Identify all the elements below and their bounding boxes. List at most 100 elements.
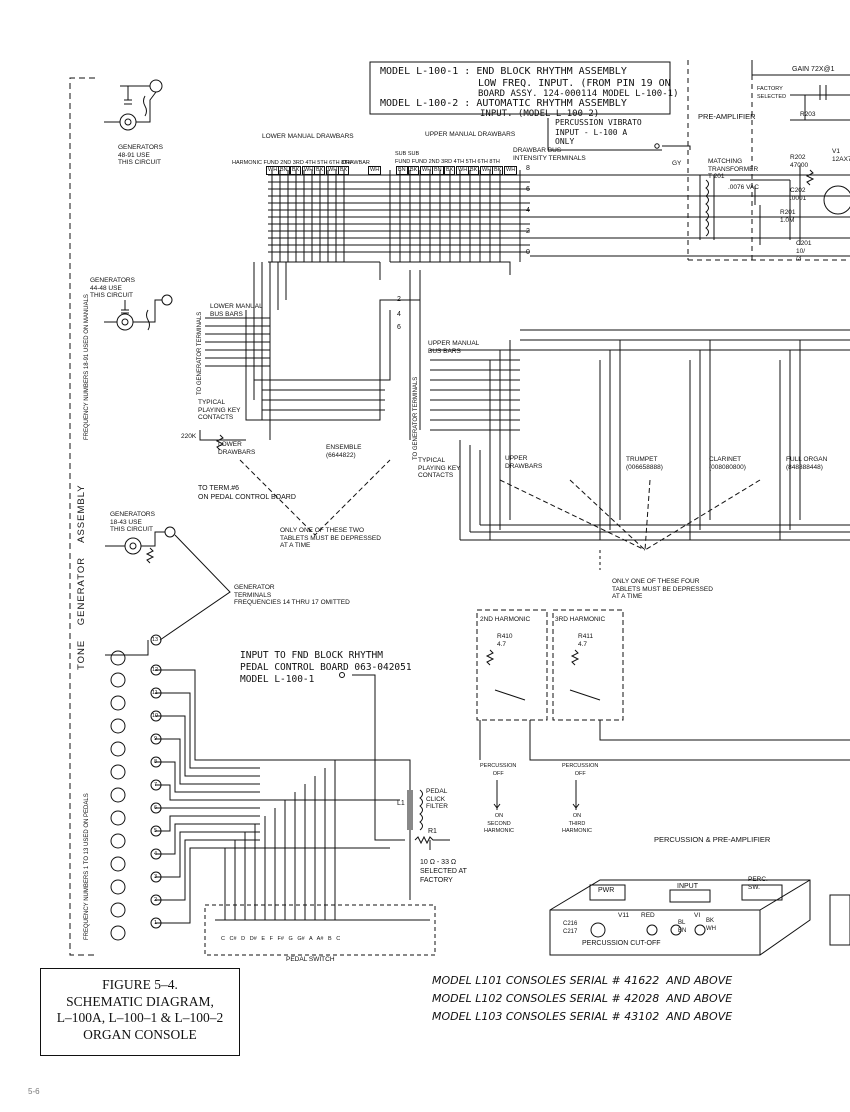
freq-pedals-label: FREQUENCY NUMBERS 1 TO 13 USED ON PEDALS bbox=[84, 793, 90, 940]
bus-level: 8 bbox=[526, 165, 530, 172]
bus-level: 4 bbox=[526, 207, 530, 214]
drawbar-code: BK bbox=[290, 166, 302, 175]
gen-number: 10 bbox=[152, 713, 159, 719]
sub-sub-label: SUB SUB FUND FUND 2ND 3RD 4TH 5TH 6TH 8T… bbox=[395, 151, 500, 165]
factory-selected-label: FACTORY SELECTED bbox=[757, 86, 787, 100]
gen-number: 7 bbox=[154, 782, 158, 788]
gen-number: 12 bbox=[152, 667, 159, 673]
upper-manual-busbars bbox=[409, 270, 850, 541]
pedal-generator-symbols bbox=[110, 634, 162, 941]
l1-label: L1 bbox=[397, 800, 405, 807]
bus-level: 6 bbox=[526, 186, 530, 193]
figure-caption: FIGURE 5–4. SCHEMATIC DIAGRAM, L–100A, L… bbox=[40, 968, 240, 1056]
gen-number: 3 bbox=[154, 874, 158, 880]
vi-label: VI bbox=[694, 912, 701, 919]
pedal-notes-label: C C# D D# E F F# G G# A A# B C bbox=[221, 936, 341, 942]
only-two-tablets-note: ONLY ONE OF THESE TWO TABLETS MUST BE DE… bbox=[280, 527, 381, 549]
perc-off-3rd: PERCUSSION OFF bbox=[562, 763, 599, 777]
r202-label: R202 47000 bbox=[790, 154, 809, 169]
v11-label: V11 bbox=[618, 912, 630, 919]
gen-number: 1 bbox=[154, 920, 158, 926]
rhythm-input-note: INPUT TO FND BLOCK RHYTHM PEDAL CONTROL … bbox=[240, 650, 412, 685]
second-harmonic-label: 2ND HARMONIC bbox=[480, 616, 531, 623]
cap-0076-label: .0076 VAC bbox=[728, 184, 759, 191]
c201-label: C201 10/ /3 bbox=[796, 240, 812, 262]
c202-label: C202 .0001 bbox=[790, 187, 807, 202]
pwr-label: PWR bbox=[598, 887, 615, 894]
drawbar-code: BN bbox=[396, 166, 408, 175]
drawbar-code: WH bbox=[504, 166, 518, 175]
gen-number: 9 bbox=[154, 736, 158, 742]
serial-l101: MODEL L101 CONSOLES SERIAL # 41622 AND A… bbox=[432, 974, 733, 987]
model-note-line5: INPUT. (MODEL L-100-2) bbox=[480, 109, 600, 119]
drawbar-code: BK bbox=[408, 166, 420, 175]
gen-number: 5 bbox=[154, 828, 158, 834]
gen-number: 2 bbox=[154, 897, 158, 903]
perc-on-2nd: ON SECOND HARMONIC bbox=[484, 813, 514, 834]
perc-preamp-label: PERCUSSION & PRE-AMPLIFIER bbox=[654, 835, 771, 844]
pedal-generators bbox=[105, 640, 436, 956]
drawbar-grid bbox=[268, 170, 850, 280]
freq-manuals-label: FREQUENCY NUMBERS 18-91 USED ON MANUALS bbox=[84, 294, 90, 440]
caption-line: L–100A, L–100–1 & L–100–2 bbox=[56, 1010, 224, 1025]
clarinet-tablet: CLARINET (008080800) bbox=[709, 456, 746, 471]
model-note-line4: MODEL L-100-2 : AUTOMATIC RHYTHM ASSEMBL… bbox=[380, 98, 627, 109]
bus-term: 2 bbox=[397, 296, 401, 303]
model-note-frame bbox=[369, 61, 671, 115]
to-term6-label: TO TERM.#6 ON PEDAL CONTROL BOARD bbox=[198, 485, 296, 501]
harmonic-row-label: HARMONIC FUND 2ND 3RD 4TH 5TH 6TH 8TH bbox=[232, 160, 352, 166]
gen-number: 13 bbox=[152, 637, 159, 643]
to-generator-terminals-left: TO GENERATOR TERMINALS bbox=[197, 311, 203, 395]
lower-manual-busbars bbox=[199, 262, 420, 451]
drawbar-code: BK bbox=[492, 166, 504, 175]
model-note-line2: LOW FREQ. INPUT. (FROM PIN 19 ON bbox=[478, 78, 671, 89]
serial-l103: MODEL L103 CONSOLES SERIAL # 43102 AND A… bbox=[432, 1010, 733, 1023]
model-note-line1: MODEL L-100-1 : END BLOCK RHYTHM ASSEMBL… bbox=[380, 66, 627, 77]
drawbar-code: BK bbox=[338, 166, 350, 175]
r203-label: R203 bbox=[800, 111, 816, 118]
gain-label: GAIN 72X@1 bbox=[792, 66, 835, 73]
drawbar-label: DRAWBAR bbox=[342, 160, 370, 166]
lower-manual-busbars-label: LOWER MANUAL BUS BARS bbox=[210, 303, 263, 318]
drawbar-bus-label: DRAWBAR BUS INTENSITY TERMINALS bbox=[513, 147, 586, 162]
pedal-switch-label: PEDAL SWITCH bbox=[286, 956, 335, 963]
caption-line: FIGURE 5–4. bbox=[102, 977, 178, 992]
bus-term: 6 bbox=[397, 324, 401, 331]
upper-drawbars-tablet: UPPER DRAWBARS bbox=[505, 455, 543, 470]
full-organ-tablet: FULL ORGAN (848888448) bbox=[786, 456, 828, 471]
r411-label: R411 4.7 bbox=[578, 633, 594, 648]
perc-vibrato-label: PERCUSSION VIBRATO INPUT - L-100 A ONLY bbox=[555, 118, 642, 146]
generators-48-91-label: GENERATORS 48-91 USE THIS CIRCUIT bbox=[118, 144, 163, 166]
preamp-label: PRE-AMPLIFIER bbox=[698, 112, 756, 121]
trumpet-tablet: TRUMPET (006658888) bbox=[626, 456, 663, 471]
typical-contacts-lower: TYPICAL PLAYING KEY CONTACTS bbox=[198, 399, 241, 421]
bl-bn-label: BL BN bbox=[678, 920, 687, 934]
caption-line: ORGAN CONSOLE bbox=[83, 1026, 197, 1042]
third-harmonic-label: 3RD HARMONIC bbox=[555, 616, 606, 623]
r220k-label: 220K bbox=[181, 433, 197, 440]
r201-label: R201 1.0M bbox=[780, 209, 796, 224]
preamp-chassis bbox=[549, 879, 811, 956]
serial-l102: MODEL L102 CONSOLES SERIAL # 42028 AND A… bbox=[432, 992, 733, 1005]
matching-transformer-label: MATCHING TRANSFORMER T 201 bbox=[708, 158, 759, 180]
page-number: 5-6 bbox=[28, 1087, 40, 1096]
drawbar-code: BN bbox=[278, 166, 290, 175]
perc-cutoff-label: PERCUSSION CUT-OFF bbox=[582, 940, 661, 947]
gen-number: 6 bbox=[154, 805, 158, 811]
drawbar-code: WH bbox=[368, 166, 382, 175]
only-four-tablets-note: ONLY ONE OF THESE FOUR TABLETS MUST BE D… bbox=[612, 578, 713, 600]
caption-line: SCHEMATIC DIAGRAM, bbox=[66, 993, 214, 1009]
bus-level: 0 bbox=[526, 249, 530, 256]
gen-number: 4 bbox=[154, 851, 158, 857]
ensemble-tablet: ENSEMBLE (6644822) bbox=[326, 444, 362, 459]
lower-drawbars-title: LOWER MANUAL DRAWBARS bbox=[262, 133, 354, 140]
drawbar-code: BK bbox=[444, 166, 456, 175]
lower-drawbars-tablet: LOWER DRAWBARS bbox=[218, 441, 256, 456]
model-note-line3: BOARD ASSY. 124-000114 MODEL L-100-1) bbox=[478, 89, 679, 99]
generators-44-48-label: GENERATORS 44-48 USE THIS CIRCUIT bbox=[90, 277, 135, 299]
generator-terminals-note: GENERATOR TERMINALS FREQUENCIES 14 THRU … bbox=[234, 584, 350, 606]
perc-off-2nd: PERCUSSION OFF bbox=[480, 763, 517, 777]
pedal-click-filter-label: PEDAL CLICK FILTER bbox=[426, 788, 448, 810]
typical-contacts-upper: TYPICAL PLAYING KEY CONTACTS bbox=[418, 457, 461, 479]
generators-18-43-label: GENERATORS 18-43 USE THIS CIRCUIT bbox=[110, 511, 155, 533]
